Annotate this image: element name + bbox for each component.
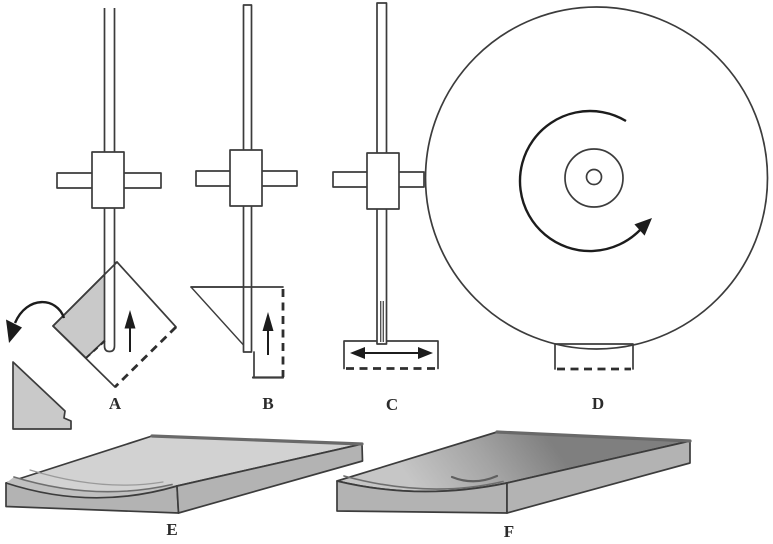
panel-d-label: D — [592, 394, 604, 413]
support-triangle — [190, 286, 249, 351]
slab-e-back-edge — [150, 434, 364, 446]
slab-e-dish-contour — [13, 476, 173, 493]
holder-block-c — [366, 152, 400, 210]
feed-arrow-b-head-icon — [262, 312, 274, 331]
holder-block-a — [91, 151, 125, 209]
panel-a-label: A — [109, 394, 122, 413]
wheel-rotation-arrow — [518, 109, 641, 253]
slab-f-dimple-mark — [450, 474, 499, 483]
capillary-bore-lines — [380, 301, 384, 342]
panel-f-label: F — [504, 522, 514, 541]
slab-f-back-edge — [495, 430, 692, 443]
panel-d-rotating-wheel: D — [424, 6, 769, 413]
wheel-axle-circle — [585, 168, 603, 186]
oscillation-arrow-right-head-icon — [418, 347, 433, 359]
slab-e-dish-band — [6, 477, 177, 498]
trough-outline — [343, 340, 439, 370]
panel-e-label: E — [166, 520, 177, 539]
wheel-hub-circle — [564, 148, 624, 208]
wheel-outer-circle — [424, 6, 769, 350]
wheel-rotation-arrowhead-icon — [634, 218, 652, 236]
panel-f-dimpled-slab: F — [336, 430, 692, 541]
holder-block-b — [229, 149, 263, 207]
panel-b-label: B — [262, 394, 273, 413]
rotation-arrow-a — [13, 300, 66, 324]
feed-arrow-a-head-icon — [124, 310, 136, 329]
slab-e-right-face — [176, 443, 364, 514]
slab-e-dish-contour-inner — [29, 469, 164, 486]
panel-c-trough-grinding: C — [332, 2, 439, 414]
glass-square-solid-edges — [52, 261, 177, 388]
score-line-dashed — [85, 338, 108, 359]
slab-f-dish-contour — [343, 475, 504, 490]
glass-square-dashed-edge — [114, 326, 177, 388]
rotation-arrow-a-head-icon — [6, 319, 22, 343]
specimen-block-outline — [554, 343, 634, 370]
panel-a-glass-square-scoring: A — [6, 8, 177, 430]
specimen-block-d — [554, 343, 634, 371]
panel-b-strip-breaking: B — [190, 4, 298, 413]
panel-c-label: C — [386, 395, 398, 414]
slab-f-right-face — [506, 440, 691, 514]
panel-e-lapped-slab: E — [5, 434, 364, 539]
glass-knife-wedge — [12, 361, 72, 430]
oscillation-arrow-left-head-icon — [350, 347, 365, 359]
